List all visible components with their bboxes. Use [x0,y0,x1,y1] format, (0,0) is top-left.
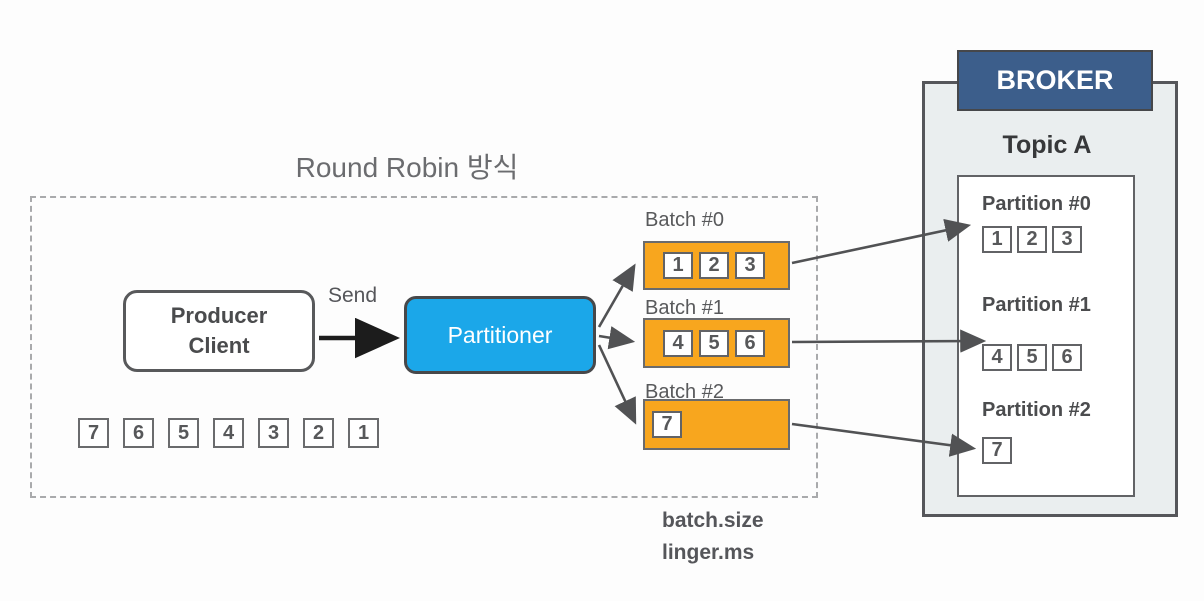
producer-label-line1: Producer [170,303,268,329]
producer-boundary-box [30,196,818,498]
producer-label-line2: Client [188,333,250,358]
queue-message: 1 [348,418,379,448]
batch-1-label: Batch #1 [645,297,724,319]
partition-1-label: Partition #1 [982,294,1091,316]
partition-message: 1 [982,226,1012,253]
partition-message: 4 [982,344,1012,371]
batch-message: 5 [699,329,729,357]
broker-header: BROKER [957,50,1153,111]
topic-title: Topic A [1002,131,1092,159]
batch-size-config-label: batch.size [662,509,764,532]
partition-message: 2 [1017,226,1047,253]
send-label: Send [328,284,378,307]
partition-1-messages: 4 5 6 [982,344,1082,371]
producer-client-box: Producer Client [123,290,315,372]
batch-message: 1 [663,252,693,279]
partition-0-messages: 1 2 3 [982,226,1082,253]
broker-title: BROKER [996,65,1114,95]
batch-message: 7 [652,411,682,438]
batch-2-label: Batch #2 [645,381,724,403]
partitioner-box: Partitioner [404,296,596,374]
partition-message: 3 [1052,226,1082,253]
batch-message: 2 [699,252,729,279]
linger-ms-config-label: linger.ms [662,541,755,564]
queue-message: 3 [258,418,289,448]
partition-0-label: Partition #0 [982,193,1091,215]
queue-message: 4 [213,418,244,448]
queue-message: 2 [303,418,334,448]
batch-message: 6 [735,329,765,357]
batch-message: 3 [735,252,765,279]
partition-message: 5 [1017,344,1047,371]
partition-2-messages: 7 [982,437,1012,464]
batch-1-box: 4 5 6 [643,318,790,368]
partitioner-label: Partitioner [447,321,553,348]
batch-2-box: 7 [643,399,790,450]
queue-message: 6 [123,418,154,448]
message-queue: 7 6 5 4 3 2 1 [78,418,379,448]
batch-message: 4 [663,329,693,357]
diagram-title: Round Robin 방식 [295,152,519,183]
partition-message: 7 [982,437,1012,464]
partition-2-label: Partition #2 [982,399,1091,421]
partition-message: 6 [1052,344,1082,371]
queue-message: 7 [78,418,109,448]
batch-0-label: Batch #0 [645,209,724,231]
queue-message: 5 [168,418,199,448]
batch-0-box: 1 2 3 [643,241,790,290]
